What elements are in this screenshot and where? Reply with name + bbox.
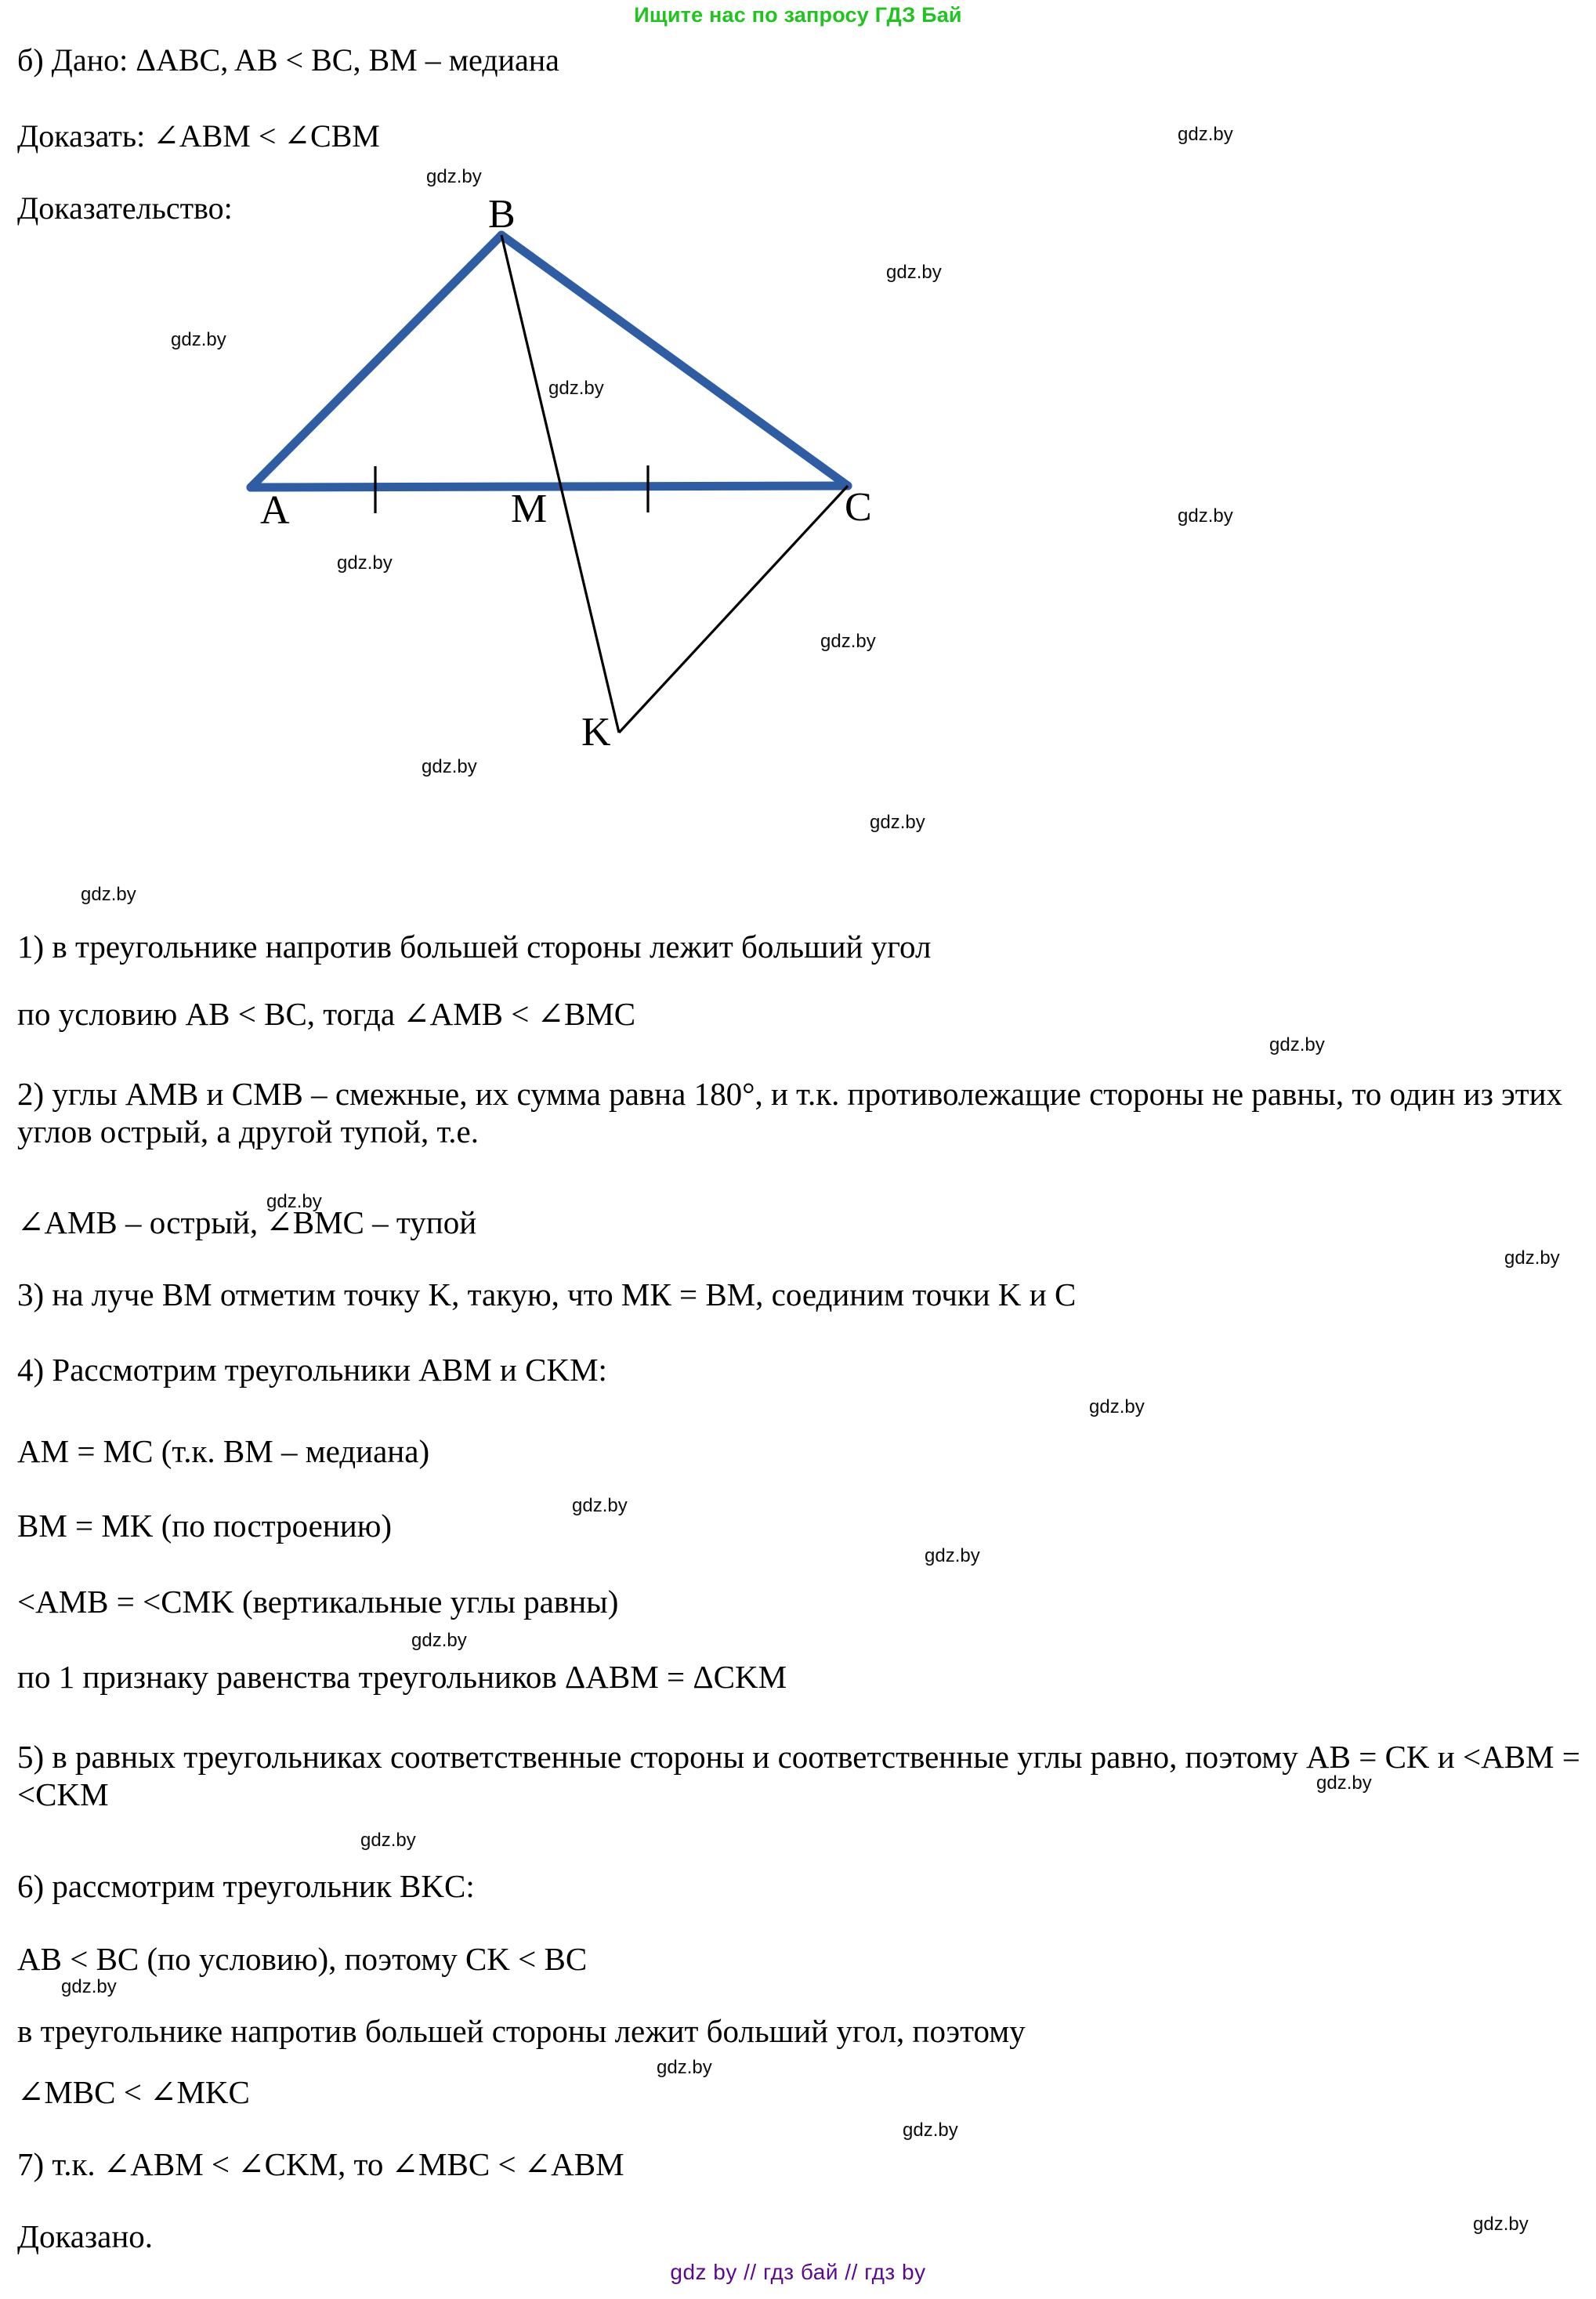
proof-qed: Доказано. [17,2218,154,2254]
watermark: gdz.by [657,2057,712,2078]
proof-step-1-conclusion: по условию AB < BC, тогда ∠AMB < ∠BMC [17,996,636,1032]
proof-fact-bm-mk: BM = MK (по построению) [17,1508,393,1544]
vertex-label-C: C [845,485,872,530]
vertex-label-K: K [581,710,611,755]
proof-step-6: 6) рассмотрим треугольник BKC: [17,1868,475,1904]
proof-step-5: 5) в равных треугольниках соответственны… [17,1739,1580,1813]
proof-angle-mbc-mkc: ∠MBC < ∠MKC [17,2074,250,2110]
footer-links: gdz by // гдз бай // гдз by [670,2260,926,2284]
proof-congruence-conclusion: по 1 признаку равенства треугольников ΔA… [17,1659,787,1695]
watermark: gdz.by [903,2120,958,2141]
proof-step-4: 4) Рассмотрим треугольники ABM и CKM: [17,1352,607,1388]
proof-step-2-conclusion: ∠AMB – острый, ∠BMC – тупой [17,1204,477,1240]
given-line: б) Дано: ΔABC, AB < BC, BM – медиана [17,42,559,78]
proof-step-2: 2) углы AMB и CMB – смежные, их сумма ра… [17,1076,1563,1150]
watermark: gdz.by [1473,2214,1529,2235]
proof-fact-vertical-angles: <AMB = <CMK (вертикальные углы равны) [17,1584,619,1620]
proof-step-3: 3) на луче BM отметим точку K, такую, чт… [17,1276,1077,1312]
watermark: gdz.by [925,1545,980,1566]
watermark: gdz.by [572,1495,628,1516]
watermark: gdz.by [1089,1396,1145,1417]
watermark: gdz.by [1269,1034,1325,1055]
promo-banner: Ищите нас по запросу ГДЗ Бай [634,3,962,27]
proof-step-1: 1) в треугольнике напротив большей сторо… [17,929,932,965]
proof-fact-am-mc: AM = MC (т.к. BM – медиана) [17,1433,430,1469]
vertex-label-B: B [488,192,516,237]
proof-step-7: 7) т.к. ∠ABM < ∠CKM, то ∠MBC < ∠ABM [17,2146,624,2182]
watermark: gdz.by [1504,1247,1560,1269]
proof-heading: Доказательство: [17,190,233,226]
watermark: gdz.by [870,812,925,833]
vertex-label-A: A [260,488,290,533]
watermark: gdz.by [411,1630,467,1651]
proof-fact-ck-bc: AB < BC (по условию), поэтому CK < BC [17,1941,588,1977]
prove-line: Доказать: ∠ABM < ∠CBM [17,118,380,154]
triangle-diagram [246,230,852,734]
watermark: gdz.by [360,1830,416,1851]
watermark: gdz.by [61,1976,117,1997]
watermark: gdz.by [81,884,136,905]
vertex-label-M: M [511,487,548,531]
proof-rule-larger-side: в треугольнике напротив большей стороны … [17,2013,1026,2049]
